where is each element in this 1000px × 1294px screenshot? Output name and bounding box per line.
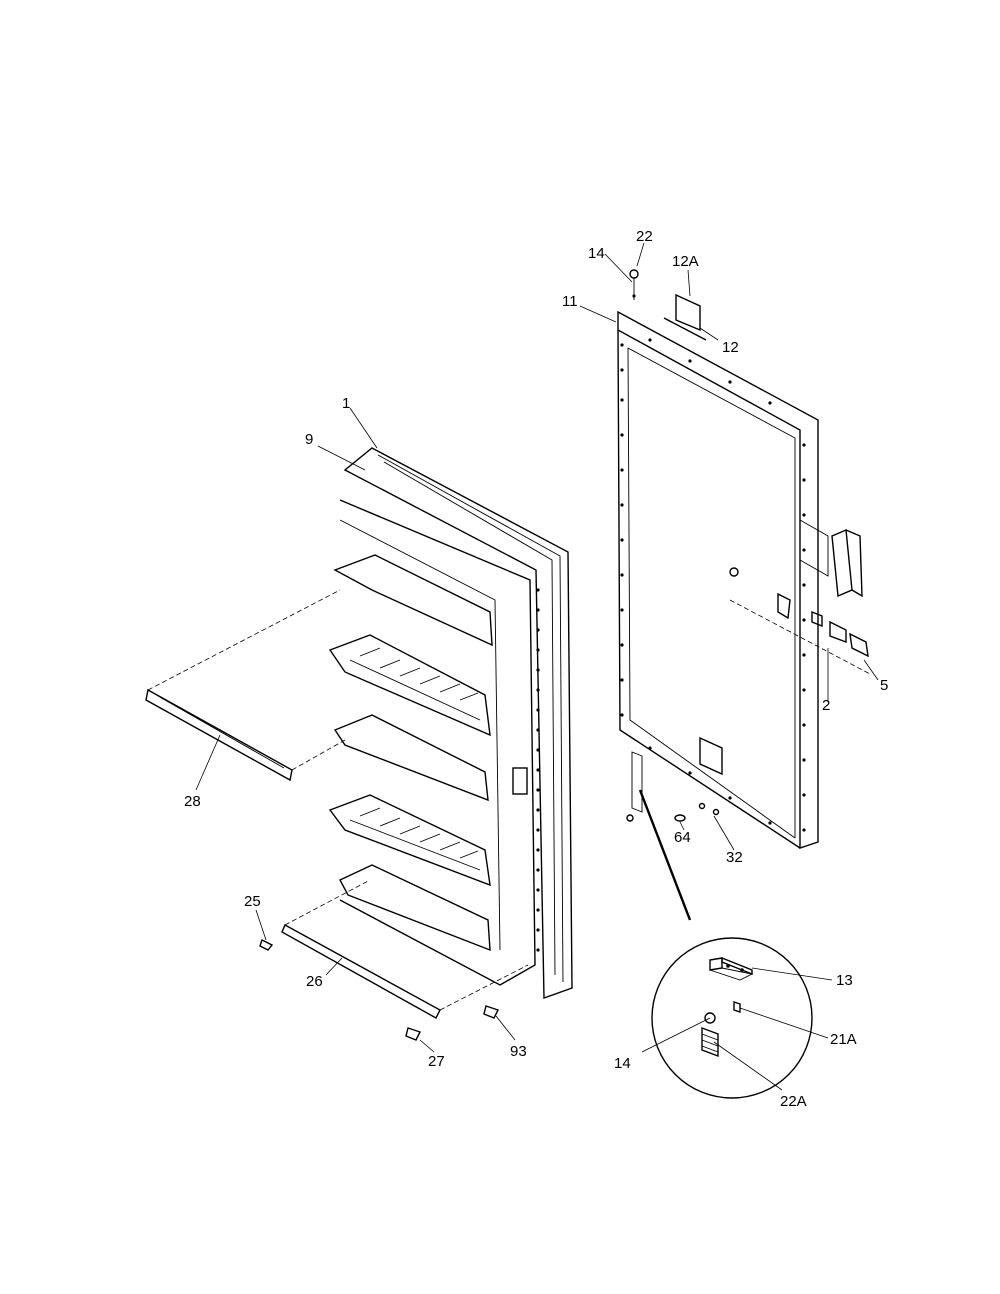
screw-93: [483, 1005, 516, 1041]
outer-door-assembly: [579, 242, 879, 921]
nut-32a: [698, 802, 706, 810]
liner-bracket: [512, 767, 528, 795]
top-hinge-screw: [629, 269, 639, 300]
label-5: 5: [880, 677, 888, 694]
door-handle: [799, 519, 863, 598]
shelf-bar-28: [145, 688, 293, 782]
door-liner-assembly: [145, 407, 573, 1053]
label-14-top: 14: [588, 245, 605, 262]
panel-rivets-left: [620, 343, 624, 717]
screw-27: [405, 1027, 421, 1041]
label-64: 64: [674, 829, 691, 846]
label-93: 93: [510, 1043, 527, 1060]
lock-assembly: [729, 567, 871, 675]
panel-rivets-top: [648, 338, 772, 405]
nut-32b: [712, 808, 720, 816]
label-26: 26: [306, 973, 323, 990]
door-shelves: [328, 554, 493, 952]
label-11: 11: [562, 293, 578, 310]
label-25: 25: [244, 893, 261, 910]
label-12: 12: [722, 339, 739, 356]
label-9: 9: [305, 431, 313, 448]
shelf-bar-26: [281, 924, 441, 1019]
panel-rivets-right: [802, 443, 806, 832]
top-hinge-bracket: [663, 293, 707, 341]
washer-64: [674, 814, 686, 822]
label-12A: 12A: [672, 253, 699, 270]
label-13: 13: [836, 972, 853, 989]
label-2: 2: [822, 697, 830, 714]
label-22: 22: [636, 228, 653, 245]
part-labels: 1 9 28 25 26 27 93 14 22 12A 11 12 5 2 6…: [184, 228, 888, 1110]
bottom-hinge: [626, 736, 723, 822]
panel-rivets-bottom: [648, 746, 772, 825]
label-28: 28: [184, 793, 201, 810]
label-14-detail: 14: [614, 1055, 631, 1072]
hinge-detail-view: [641, 937, 833, 1099]
liner-rivets: [536, 588, 540, 952]
label-32: 32: [726, 849, 743, 866]
screw-25: [255, 909, 274, 951]
label-1: 1: [342, 395, 350, 412]
label-27: 27: [428, 1053, 445, 1070]
label-21A: 21A: [830, 1031, 857, 1048]
label-22A: 22A: [780, 1093, 807, 1110]
